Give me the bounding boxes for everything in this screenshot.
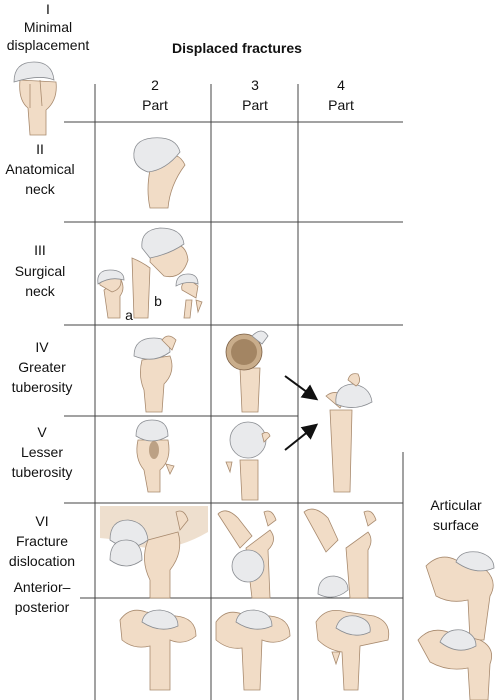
- minimal-displacement-humerus: [13, 61, 57, 136]
- surgical-neck-comminuted-humerus: [175, 273, 203, 319]
- articular-surface-line1: Articular: [430, 497, 482, 513]
- surgical-neck-sub-a: a: [125, 307, 133, 323]
- group-vi-line1: Fracture: [15, 533, 69, 549]
- four-part-humerus: [325, 373, 373, 493]
- group-iv-line1: Greater: [18, 359, 66, 375]
- group-vi-numeral: VI: [35, 513, 49, 529]
- group-i-line2: displacement: [6, 37, 90, 53]
- arrow-to-four-part-upper: [284, 375, 319, 401]
- articular-surface-humerus-lower: [417, 629, 493, 700]
- greater-tuberosity-2part-humerus: [133, 335, 177, 413]
- group-vi-line3: Anterior–: [13, 579, 71, 595]
- anatomical-neck-humerus: [133, 137, 186, 209]
- surgical-neck-b-humerus: [131, 227, 189, 319]
- fracture-dislocation-4part-posterior: [315, 609, 390, 691]
- group-v-line1: Lesser: [20, 444, 64, 460]
- fracture-dislocation-4part-anterior: [303, 508, 377, 599]
- lesser-tuberosity-3part-humerus: [225, 421, 271, 501]
- group-vi-line4: posterior: [14, 599, 70, 615]
- col-3-label: Part: [242, 97, 268, 113]
- col-4-number: 4: [337, 77, 345, 93]
- greater-tuberosity-3part-humerus: [225, 330, 269, 413]
- group-v-numeral: V: [37, 424, 47, 440]
- grid: [64, 84, 404, 700]
- group-ii-numeral: II: [36, 141, 44, 157]
- group-iii-numeral: III: [34, 242, 46, 258]
- group-ii-line1: Anatomical: [5, 161, 75, 177]
- col-2-label: Part: [142, 97, 168, 113]
- surgical-neck-sub-b: b: [154, 293, 162, 309]
- articular-surface-line2: surface: [433, 517, 479, 533]
- lesser-tuberosity-2part-humerus: [135, 419, 175, 493]
- group-iv-numeral: IV: [35, 339, 49, 355]
- group-ii-line2: neck: [25, 181, 55, 197]
- surgical-neck-a-humerus: [97, 269, 125, 319]
- group-i-numeral: I: [46, 1, 50, 17]
- group-v-line2: tuberosity: [11, 464, 73, 480]
- group-iii-line1: Surgical: [14, 263, 66, 279]
- fracture-dislocation-2part-posterior: [119, 609, 197, 691]
- group-i-line1: Minimal: [23, 19, 73, 35]
- articular-surface-humerus-upper: [425, 551, 495, 641]
- group-iii-line2: neck: [25, 283, 55, 299]
- arrow-to-four-part-lower: [284, 423, 319, 451]
- col-2-number: 2: [151, 77, 159, 93]
- group-iv-line2: tuberosity: [11, 379, 73, 395]
- col-3-number: 3: [251, 77, 259, 93]
- displaced-fractures-title: Displaced fractures: [172, 40, 302, 56]
- col-4-label: Part: [328, 97, 354, 113]
- fracture-dislocation-2part-anterior: [100, 506, 208, 599]
- fracture-dislocation-3part-posterior: [215, 609, 291, 691]
- group-vi-line2: dislocation: [8, 553, 76, 569]
- fracture-dislocation-3part-anterior: [217, 510, 277, 599]
